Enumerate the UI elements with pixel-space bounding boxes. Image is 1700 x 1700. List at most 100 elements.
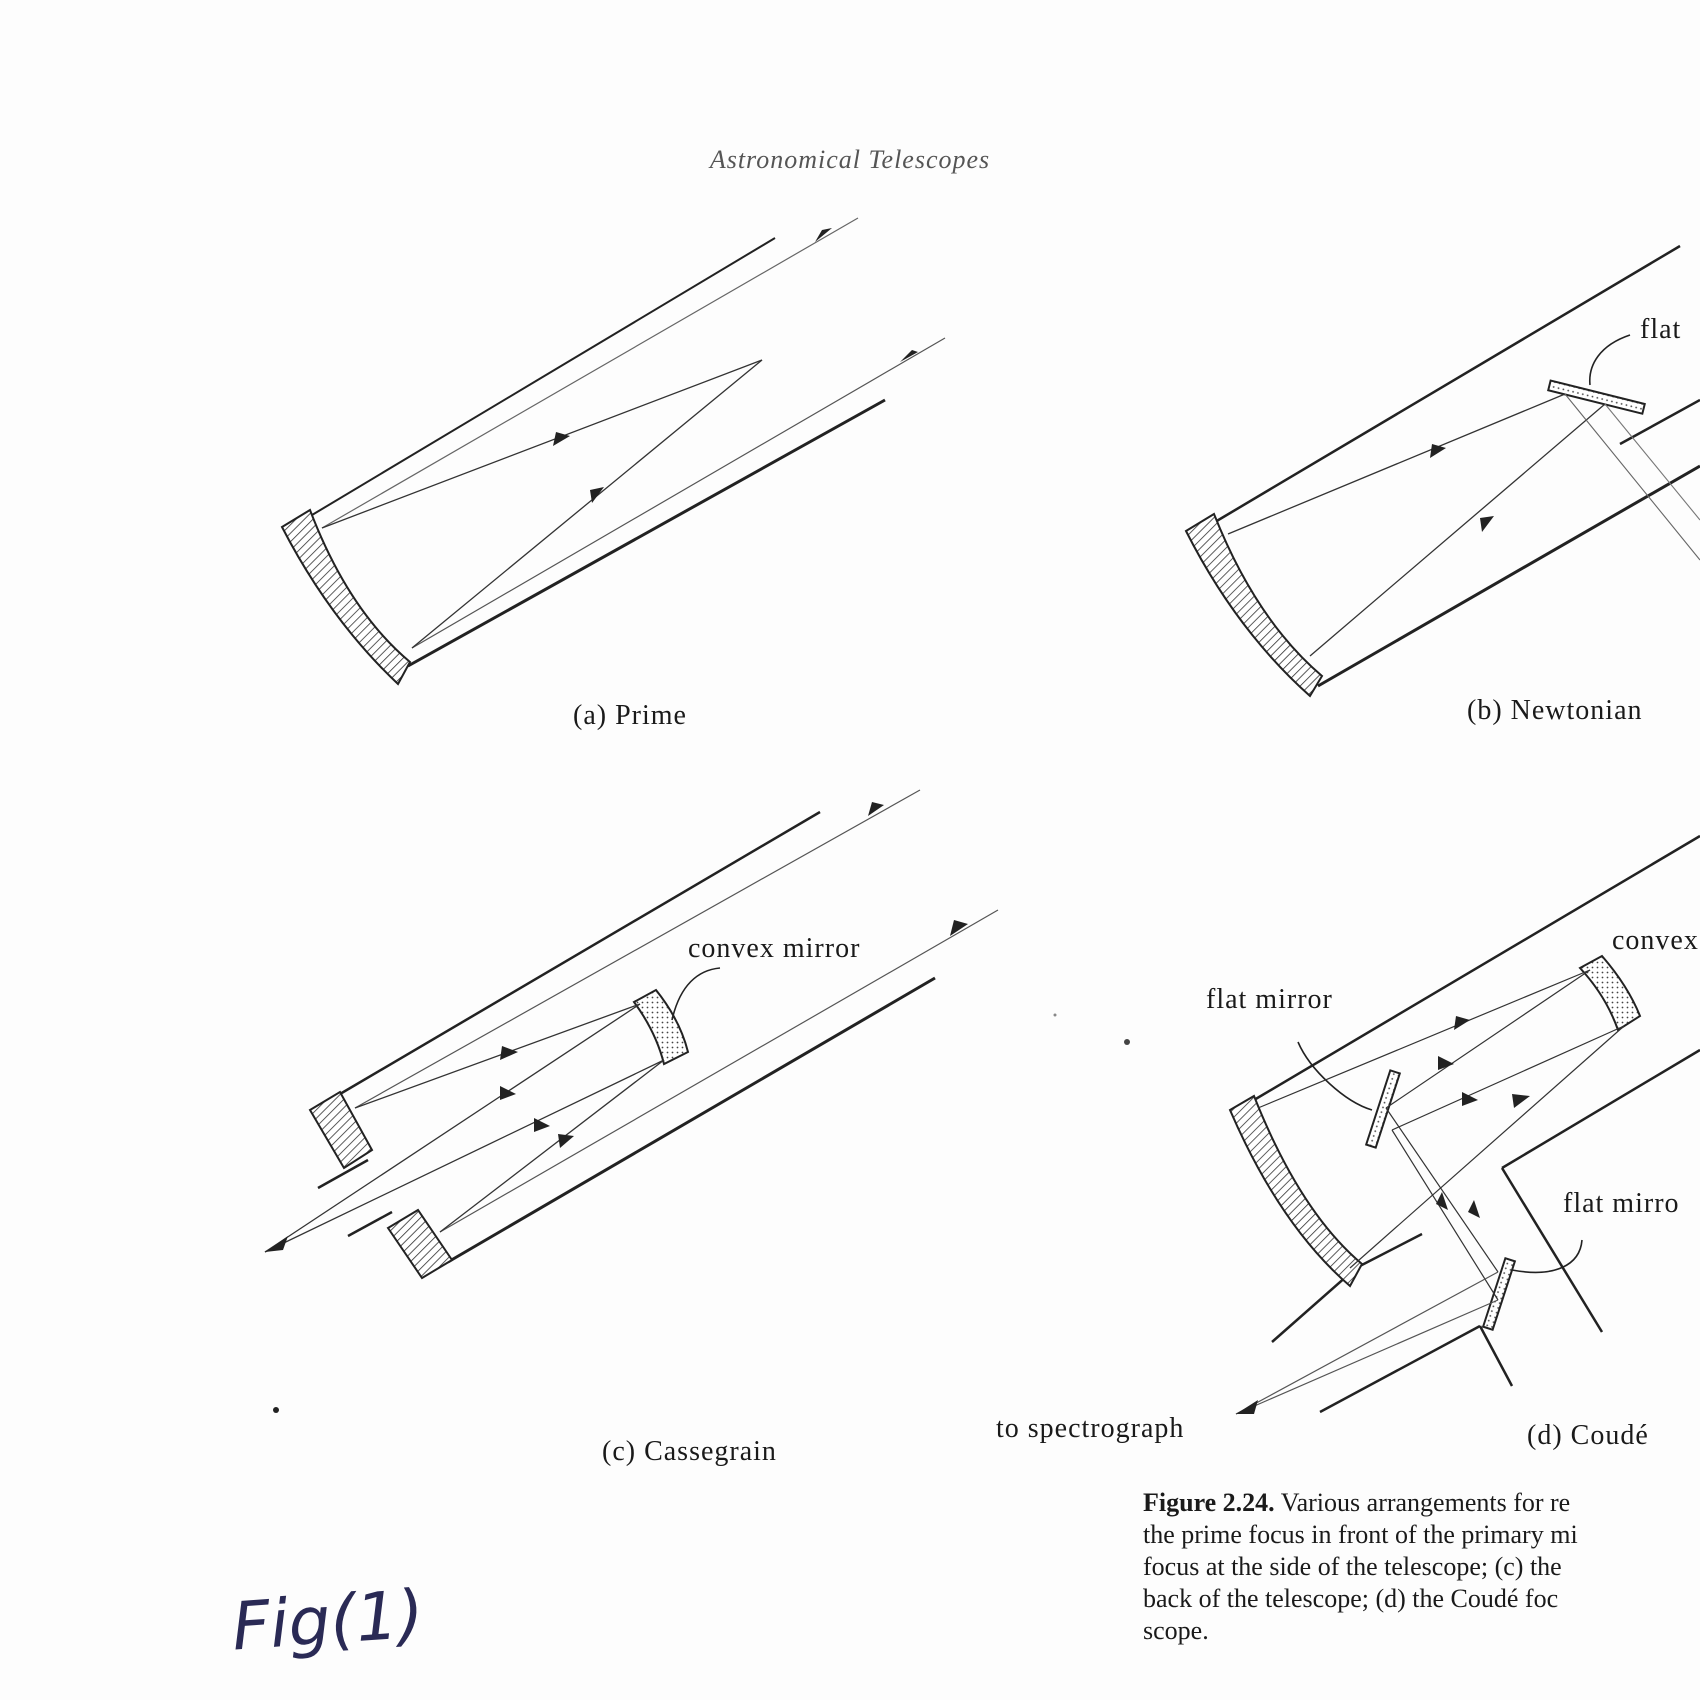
ray-arrow — [815, 228, 832, 242]
caption-line-3: focus at the side of the telescope; (c) … — [1143, 1552, 1562, 1581]
convex-secondary-mirror — [1578, 954, 1642, 1032]
ray-arrow — [558, 1134, 574, 1148]
diverted-ray — [1564, 393, 1700, 561]
ray-arrow — [500, 1046, 518, 1060]
tube-upper-wall — [1214, 244, 1681, 524]
tube-back-lower — [347, 1210, 393, 1238]
subcaption-newtonian: (b) Newtonian — [1467, 695, 1643, 726]
incoming-ray-upper — [321, 217, 859, 529]
flat-mirror-leader-right — [1511, 1239, 1583, 1274]
primary-mirror-lower — [386, 1208, 454, 1280]
diverted-ray — [1604, 403, 1700, 521]
callout-to-spectrograph: to spectrograph — [996, 1413, 1185, 1444]
callout-flat-mirror-right: flat mirro — [1563, 1188, 1680, 1219]
caption-line-4: back of the telescope; (d) the Coudé foc — [1143, 1584, 1559, 1613]
flat-secondary-mirror — [1547, 379, 1646, 415]
convex-callout-leader — [671, 967, 721, 1021]
spectrograph-ray — [1235, 1271, 1499, 1415]
handwritten-figure-note: Fig(1) — [229, 1575, 427, 1666]
ray-arrow — [590, 487, 604, 503]
caption-line-1: Figure 2.24. Various arrangements for re — [1143, 1487, 1700, 1519]
primary-mirror — [1184, 512, 1324, 698]
subcaption-prime: (a) Prime — [573, 700, 687, 731]
exit-tube-corner — [1478, 1325, 1514, 1387]
exit-tube-upper — [1271, 1267, 1357, 1343]
running-head: Astronomical Telescopes — [709, 145, 991, 174]
subcaption-coude: (d) Coudé — [1527, 1420, 1649, 1451]
tube-upper-wall — [311, 237, 776, 516]
tube-lower-wall — [1317, 464, 1700, 688]
callout-convex-mirror: convex mirror — [688, 933, 861, 964]
reflected-ray-upper — [321, 359, 763, 529]
tube-exit-wall — [1500, 1167, 1604, 1333]
ray — [1349, 1025, 1625, 1269]
tube-lower-wall — [447, 976, 936, 1264]
reflected-ray — [439, 1059, 665, 1233]
primary-mirror — [1228, 1094, 1364, 1288]
callout-flat-mirror-top: flat mirror — [1206, 984, 1333, 1015]
ray-arrow — [1512, 1094, 1530, 1108]
ray — [1257, 969, 1591, 1109]
ray — [1391, 1129, 1499, 1301]
reflected-ray — [354, 1003, 641, 1109]
ray-arrow — [553, 432, 570, 446]
incoming-ray-upper — [354, 789, 921, 1109]
incoming-ray-lower — [411, 337, 946, 649]
tube-lower-wall — [1501, 1048, 1700, 1170]
flat-mirror-leader-top — [1297, 1041, 1373, 1111]
figure-number: Figure 2.24. — [1143, 1488, 1275, 1517]
caption-line-5: scope. — [1143, 1616, 1209, 1645]
exit-arrow — [265, 1236, 288, 1252]
ray-arrow — [1430, 444, 1446, 458]
tube-wall-inner — [1619, 398, 1700, 446]
primary-mirror-upper — [308, 1090, 374, 1170]
reflected-ray-upper — [1227, 393, 1566, 535]
exit-tube-lower — [1319, 1324, 1481, 1414]
ray-arrow — [1468, 1200, 1480, 1218]
prime-focus-diagram — [280, 217, 946, 686]
ray-arrow — [868, 802, 884, 816]
newtonian-diagram — [1184, 244, 1700, 698]
tube-upper-wall — [1253, 834, 1700, 1102]
tube-upper-wall — [339, 810, 821, 1096]
ray-arrow — [1454, 1016, 1470, 1030]
figure-caption: Figure 2.24. Various arrangements for re… — [1143, 1487, 1700, 1647]
flat-mirror-lower — [1481, 1256, 1517, 1332]
tube-lower-wall — [407, 398, 886, 668]
reflected-ray-lower — [1309, 403, 1606, 657]
tube-bottom-wall — [1355, 1232, 1423, 1270]
ray-arrow — [1462, 1092, 1478, 1106]
exit-arrow — [1236, 1400, 1258, 1414]
scan-speck — [273, 1407, 279, 1413]
coude-diagram — [1228, 834, 1700, 1415]
exit-ray — [264, 1059, 665, 1253]
spectrograph-ray — [1235, 1299, 1499, 1415]
tube-back-upper — [317, 1158, 369, 1190]
ray — [1385, 969, 1591, 1109]
incoming-ray-lower — [439, 909, 999, 1233]
ray — [1391, 1025, 1625, 1131]
cassegrain-diagram — [264, 789, 999, 1280]
ray-arrow — [500, 1086, 516, 1100]
ray-arrow — [1436, 1192, 1448, 1210]
caption-line-2: the prime focus in front of the primary … — [1143, 1520, 1578, 1549]
ray — [1385, 1107, 1499, 1273]
flat-callout-leader — [1589, 334, 1631, 386]
ray-arrow — [1480, 516, 1494, 532]
scan-speck — [1124, 1039, 1130, 1045]
exit-ray — [264, 1003, 641, 1253]
convex-secondary-mirror — [632, 988, 690, 1066]
callout-flat: flat — [1640, 314, 1682, 345]
ray-arrow — [900, 350, 918, 362]
callout-convex: convex — [1612, 925, 1699, 956]
ray-arrow — [950, 920, 968, 936]
ray-arrow — [534, 1118, 550, 1132]
primary-mirror — [280, 508, 412, 686]
caption-line-1-text: Various arrangements for re — [1274, 1488, 1571, 1517]
reflected-ray-lower — [411, 359, 763, 649]
subcaption-cassegrain: (c) Cassegrain — [602, 1436, 777, 1467]
ray-arrow — [1438, 1056, 1454, 1070]
scan-speck — [1053, 1013, 1057, 1017]
